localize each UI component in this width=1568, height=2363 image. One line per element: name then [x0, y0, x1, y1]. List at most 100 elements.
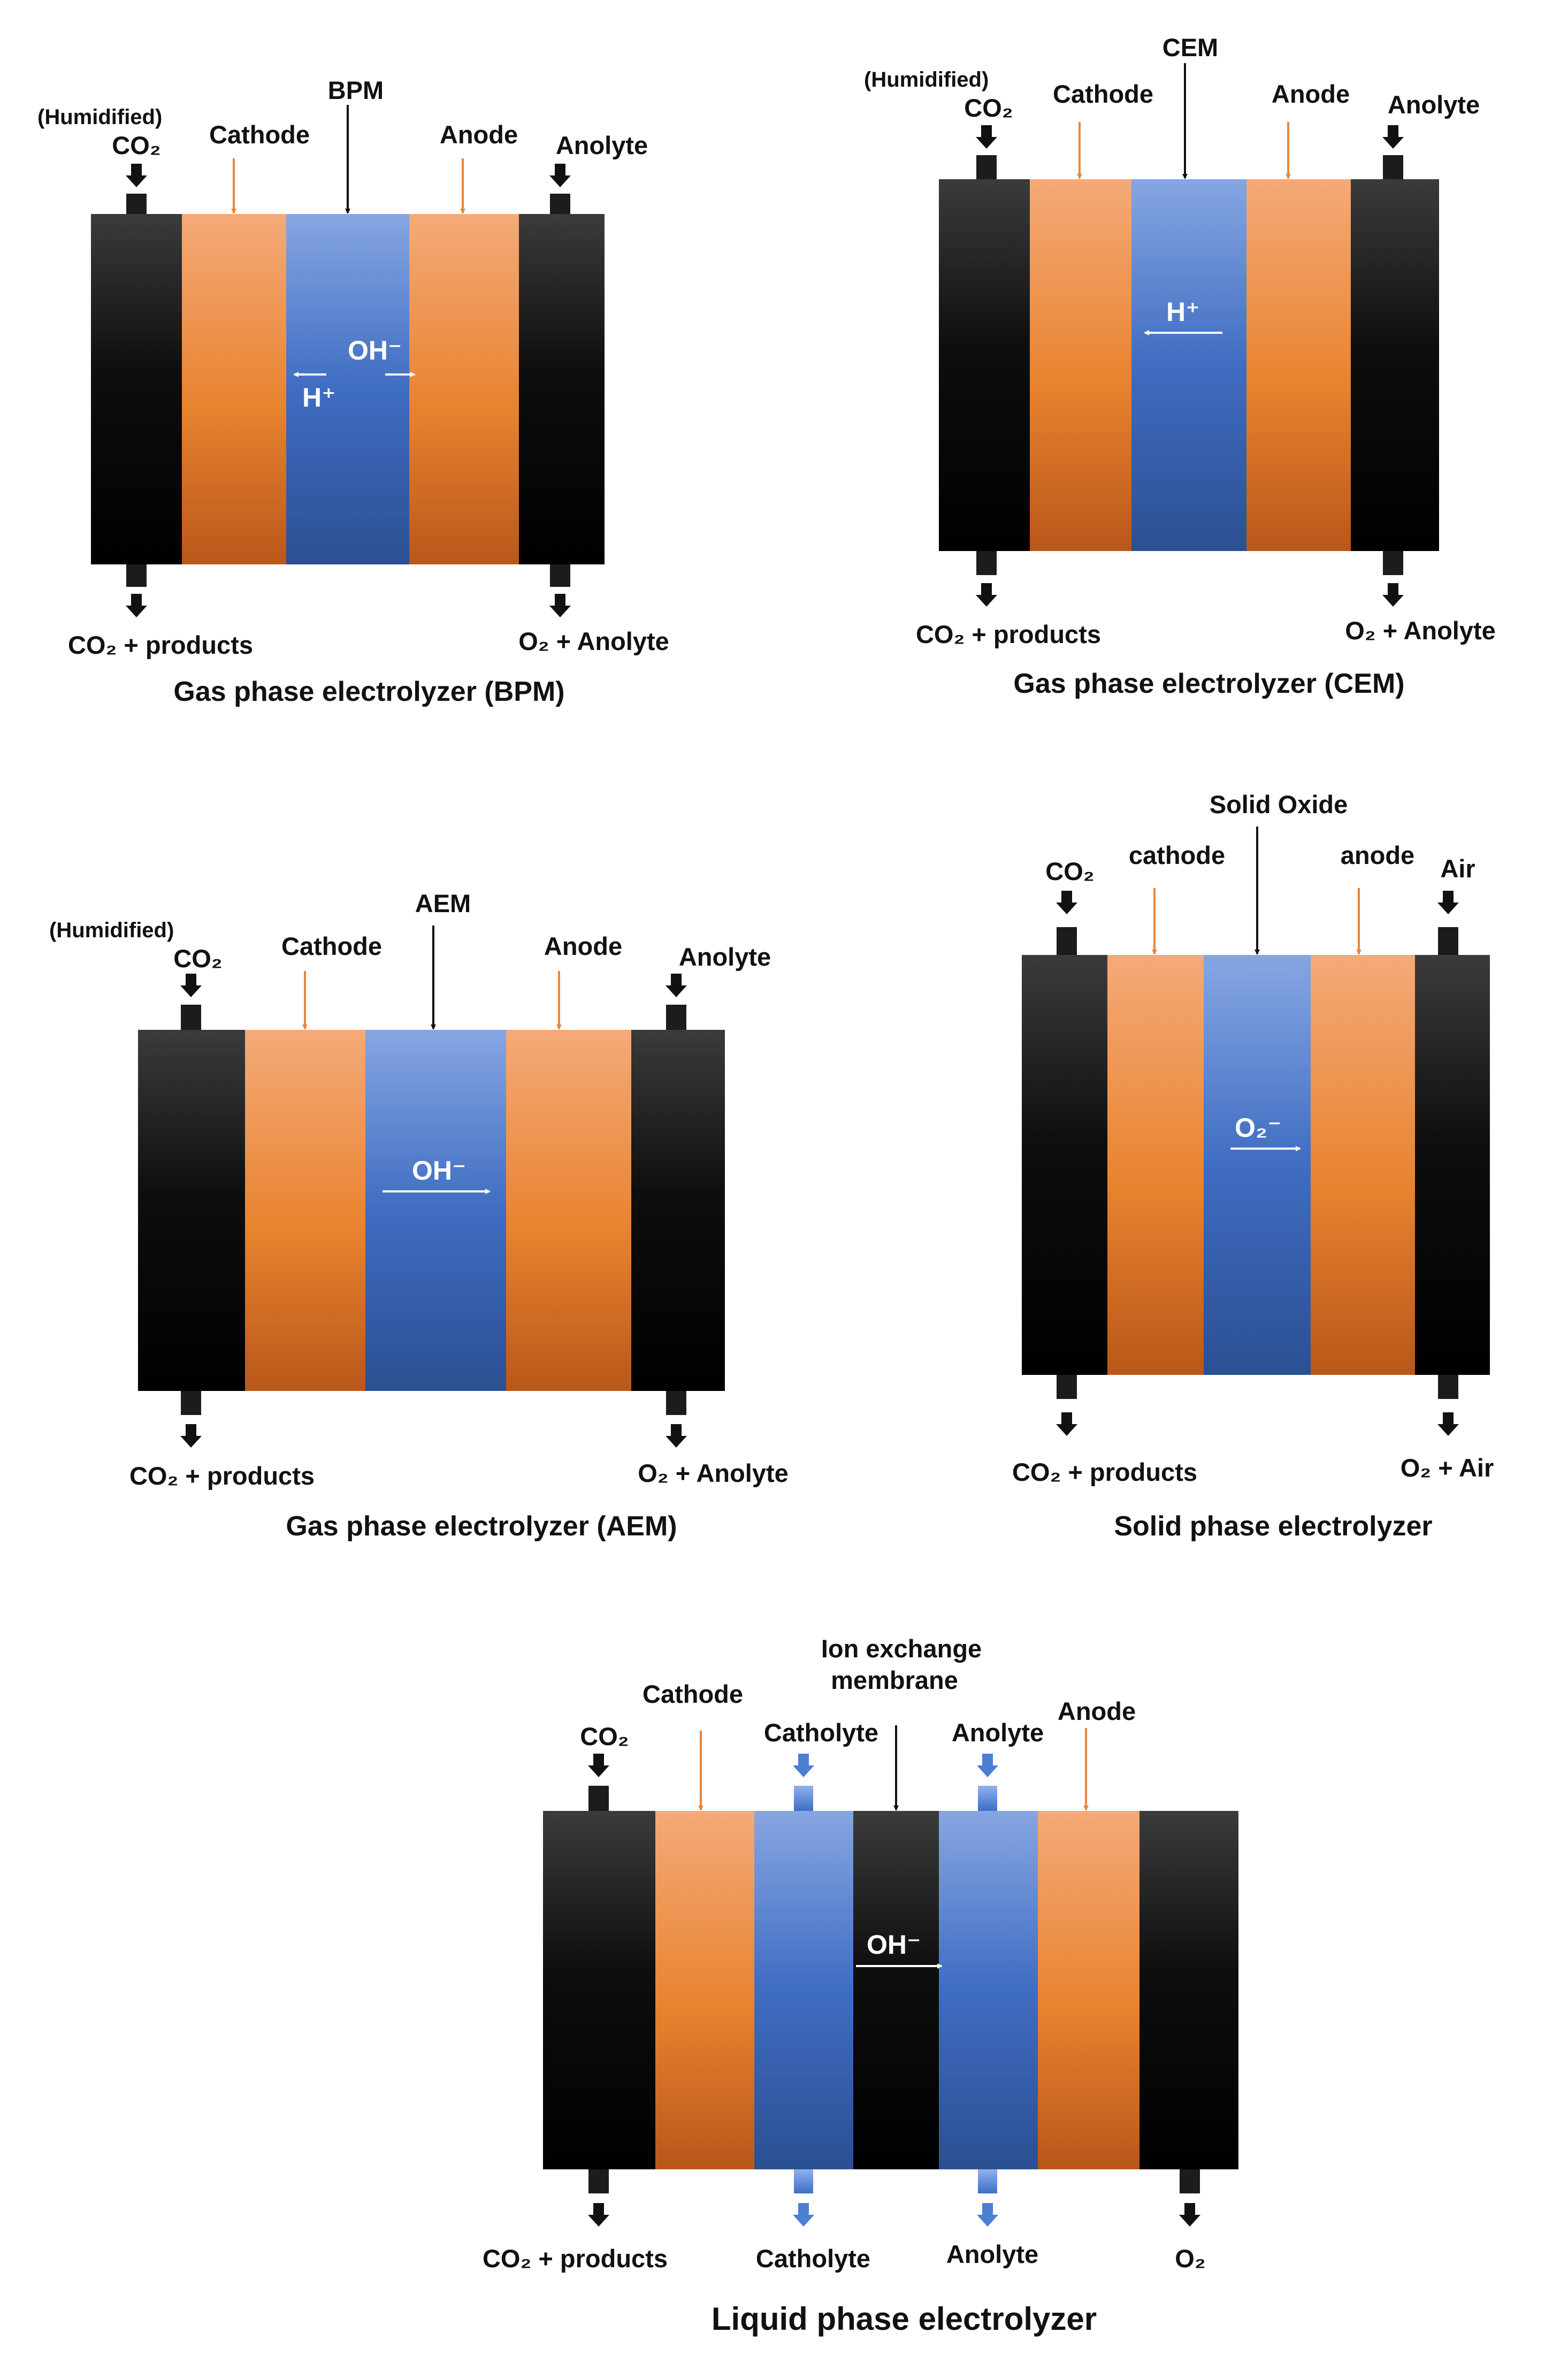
anode-label: anode	[1341, 841, 1414, 869]
co2-inlet-port	[1057, 927, 1077, 955]
anode-electrode	[409, 214, 519, 564]
anolyte-inlet-arrow-icon	[549, 164, 571, 187]
panel-solid: O₂⁻ Solid Oxide CO₂ cathode anode Air CO…	[1012, 790, 1494, 1542]
cem-ion-h: H⁺	[1166, 297, 1200, 327]
co2-inlet-port	[588, 1786, 609, 1811]
membrane-label: AEM	[415, 889, 471, 917]
anolyte-label: Anolyte	[952, 1718, 1044, 1747]
outlet-right-label: O₂ + Air	[1401, 1454, 1494, 1482]
anode-outlet-arrow-icon	[666, 1424, 687, 1448]
cathode-outlet-port	[181, 1391, 201, 1415]
outlet-right-label: O₂ + Anolyte	[638, 1459, 789, 1487]
anode-label: Anode	[544, 932, 622, 960]
anode-side-plate	[1139, 1811, 1238, 2169]
anode-outlet-port	[1383, 551, 1403, 575]
cathode-outlet-port	[126, 564, 147, 587]
membrane-label: BPM	[328, 76, 384, 104]
cathode-label: Cathode	[1053, 80, 1153, 108]
panel-bpm: OH⁻ H⁺ BPM (Humidified) CO₂ Cathode Anod…	[37, 76, 669, 707]
cathode-electrode	[655, 1811, 754, 2169]
co2-inlet-label: CO₂	[964, 94, 1013, 122]
o2-outlet-arrow-icon	[1179, 2203, 1200, 2227]
outlet-left-label: CO₂ + products	[1012, 1458, 1197, 1486]
air-label: Air	[1440, 854, 1475, 883]
cathode-electrode	[1107, 955, 1204, 1375]
panel-title: Gas phase electrolyzer (BPM)	[173, 676, 564, 707]
outlet-left-label: CO₂ + products	[129, 1462, 315, 1490]
cathode-side-plate	[939, 179, 1030, 551]
anode-label: Anode	[1058, 1697, 1136, 1725]
cathode-side-plate	[91, 214, 182, 564]
anode-side-plate	[1415, 955, 1490, 1375]
catholyte-inlet-port	[794, 1786, 813, 1811]
bpm-ion-h: H⁺	[302, 383, 336, 412]
outlet-right-label: O₂ + Anolyte	[1345, 616, 1496, 645]
cem-membrane	[1131, 179, 1246, 551]
co2-inlet-label: CO₂	[580, 1722, 629, 1750]
membrane-label: CEM	[1162, 33, 1218, 62]
anode-label: Anode	[1272, 80, 1350, 108]
o2-outlet-port	[1180, 2169, 1200, 2193]
membrane-label: Solid Oxide	[1210, 790, 1348, 819]
liquid-ion-oh: OH⁻	[867, 1930, 921, 1960]
cathode-label: Cathode	[209, 120, 310, 149]
outlet-left-label: CO₂ + products	[68, 631, 253, 659]
anolyte-inlet-port	[1383, 155, 1403, 179]
anolyte-inlet-arrow-icon	[666, 974, 687, 997]
panel-liquid: OH⁻ Ion exchange membrane Cathode CO₂ Ca…	[483, 1634, 1238, 2337]
cathode-outlet-arrow-icon	[1056, 1412, 1077, 1436]
catholyte-outlet-arrow-icon	[793, 2203, 814, 2227]
cathode-outlet-port	[1057, 1375, 1077, 1399]
bpm-membrane	[286, 214, 409, 564]
anolyte-label: Anolyte	[556, 131, 648, 159]
anode-outlet-arrow-icon	[549, 594, 571, 617]
anolyte-label: Anolyte	[1388, 90, 1480, 119]
cathode-electrode	[182, 214, 286, 564]
outlet-anolyte-label: Anolyte	[946, 2240, 1038, 2268]
cathode-outlet-arrow-icon	[180, 1424, 202, 1448]
co2-inlet-arrow-icon	[976, 125, 997, 149]
catholyte-inlet-arrow-icon	[793, 1754, 814, 1777]
anode-side-plate	[1351, 179, 1439, 551]
ion-exchange-membrane	[853, 1811, 939, 2169]
membrane-label-line2: membrane	[831, 1666, 958, 1694]
anode-outlet-port	[550, 564, 570, 587]
anolyte-inlet-arrow-icon	[977, 1754, 998, 1777]
air-inlet-port	[1438, 927, 1458, 955]
catholyte-channel	[754, 1811, 853, 2169]
cathode-side-plate	[543, 1811, 655, 2169]
co2-inlet-arrow-icon	[180, 974, 202, 997]
anode-outlet-arrow-icon	[1382, 583, 1404, 607]
cathode-outlet-port	[588, 2169, 609, 2193]
co2-inlet-arrow-icon	[588, 1754, 609, 1777]
cathode-label: Cathode	[281, 932, 382, 960]
cathode-outlet-port	[976, 551, 997, 575]
cathode-outlet-arrow-icon	[126, 594, 147, 617]
anolyte-inlet-arrow-icon	[1382, 125, 1404, 149]
catholyte-outlet-port	[794, 2169, 813, 2193]
bpm-ion-oh: OH⁻	[348, 335, 402, 365]
humidified-label: (Humidified)	[49, 919, 174, 942]
anode-side-plate	[519, 214, 605, 564]
cathode-electrode	[1030, 179, 1131, 551]
catholyte-label: Catholyte	[764, 1718, 878, 1747]
co2-inlet-label: CO₂	[112, 131, 160, 159]
panel-aem: OH⁻ AEM (Humidified) CO₂ Cathode Anode A…	[49, 889, 789, 1542]
humidified-label: (Humidified)	[37, 105, 162, 129]
co2-inlet-port	[181, 1005, 201, 1030]
anolyte-channel	[939, 1811, 1038, 2169]
anode-electrode	[1038, 1811, 1139, 2169]
anolyte-inlet-port	[550, 194, 570, 214]
anode-side-plate	[631, 1030, 725, 1391]
aem-ion-oh: OH⁻	[412, 1156, 466, 1186]
panel-cem: H⁺ CEM (Humidified) CO₂ Cathode Anode An…	[864, 33, 1496, 699]
anode-outlet-port	[666, 1391, 686, 1415]
anode-label: Anode	[440, 120, 518, 149]
co2-inlet-arrow-icon	[126, 164, 147, 187]
outlet-right-label: O₂ + Anolyte	[518, 627, 669, 655]
cathode-side-plate	[138, 1030, 245, 1391]
anode-electrode	[506, 1030, 631, 1391]
panel-title: Gas phase electrolyzer (CEM)	[1013, 668, 1404, 699]
solid-oxide-membrane	[1204, 955, 1311, 1375]
cathode-electrode	[245, 1030, 365, 1391]
